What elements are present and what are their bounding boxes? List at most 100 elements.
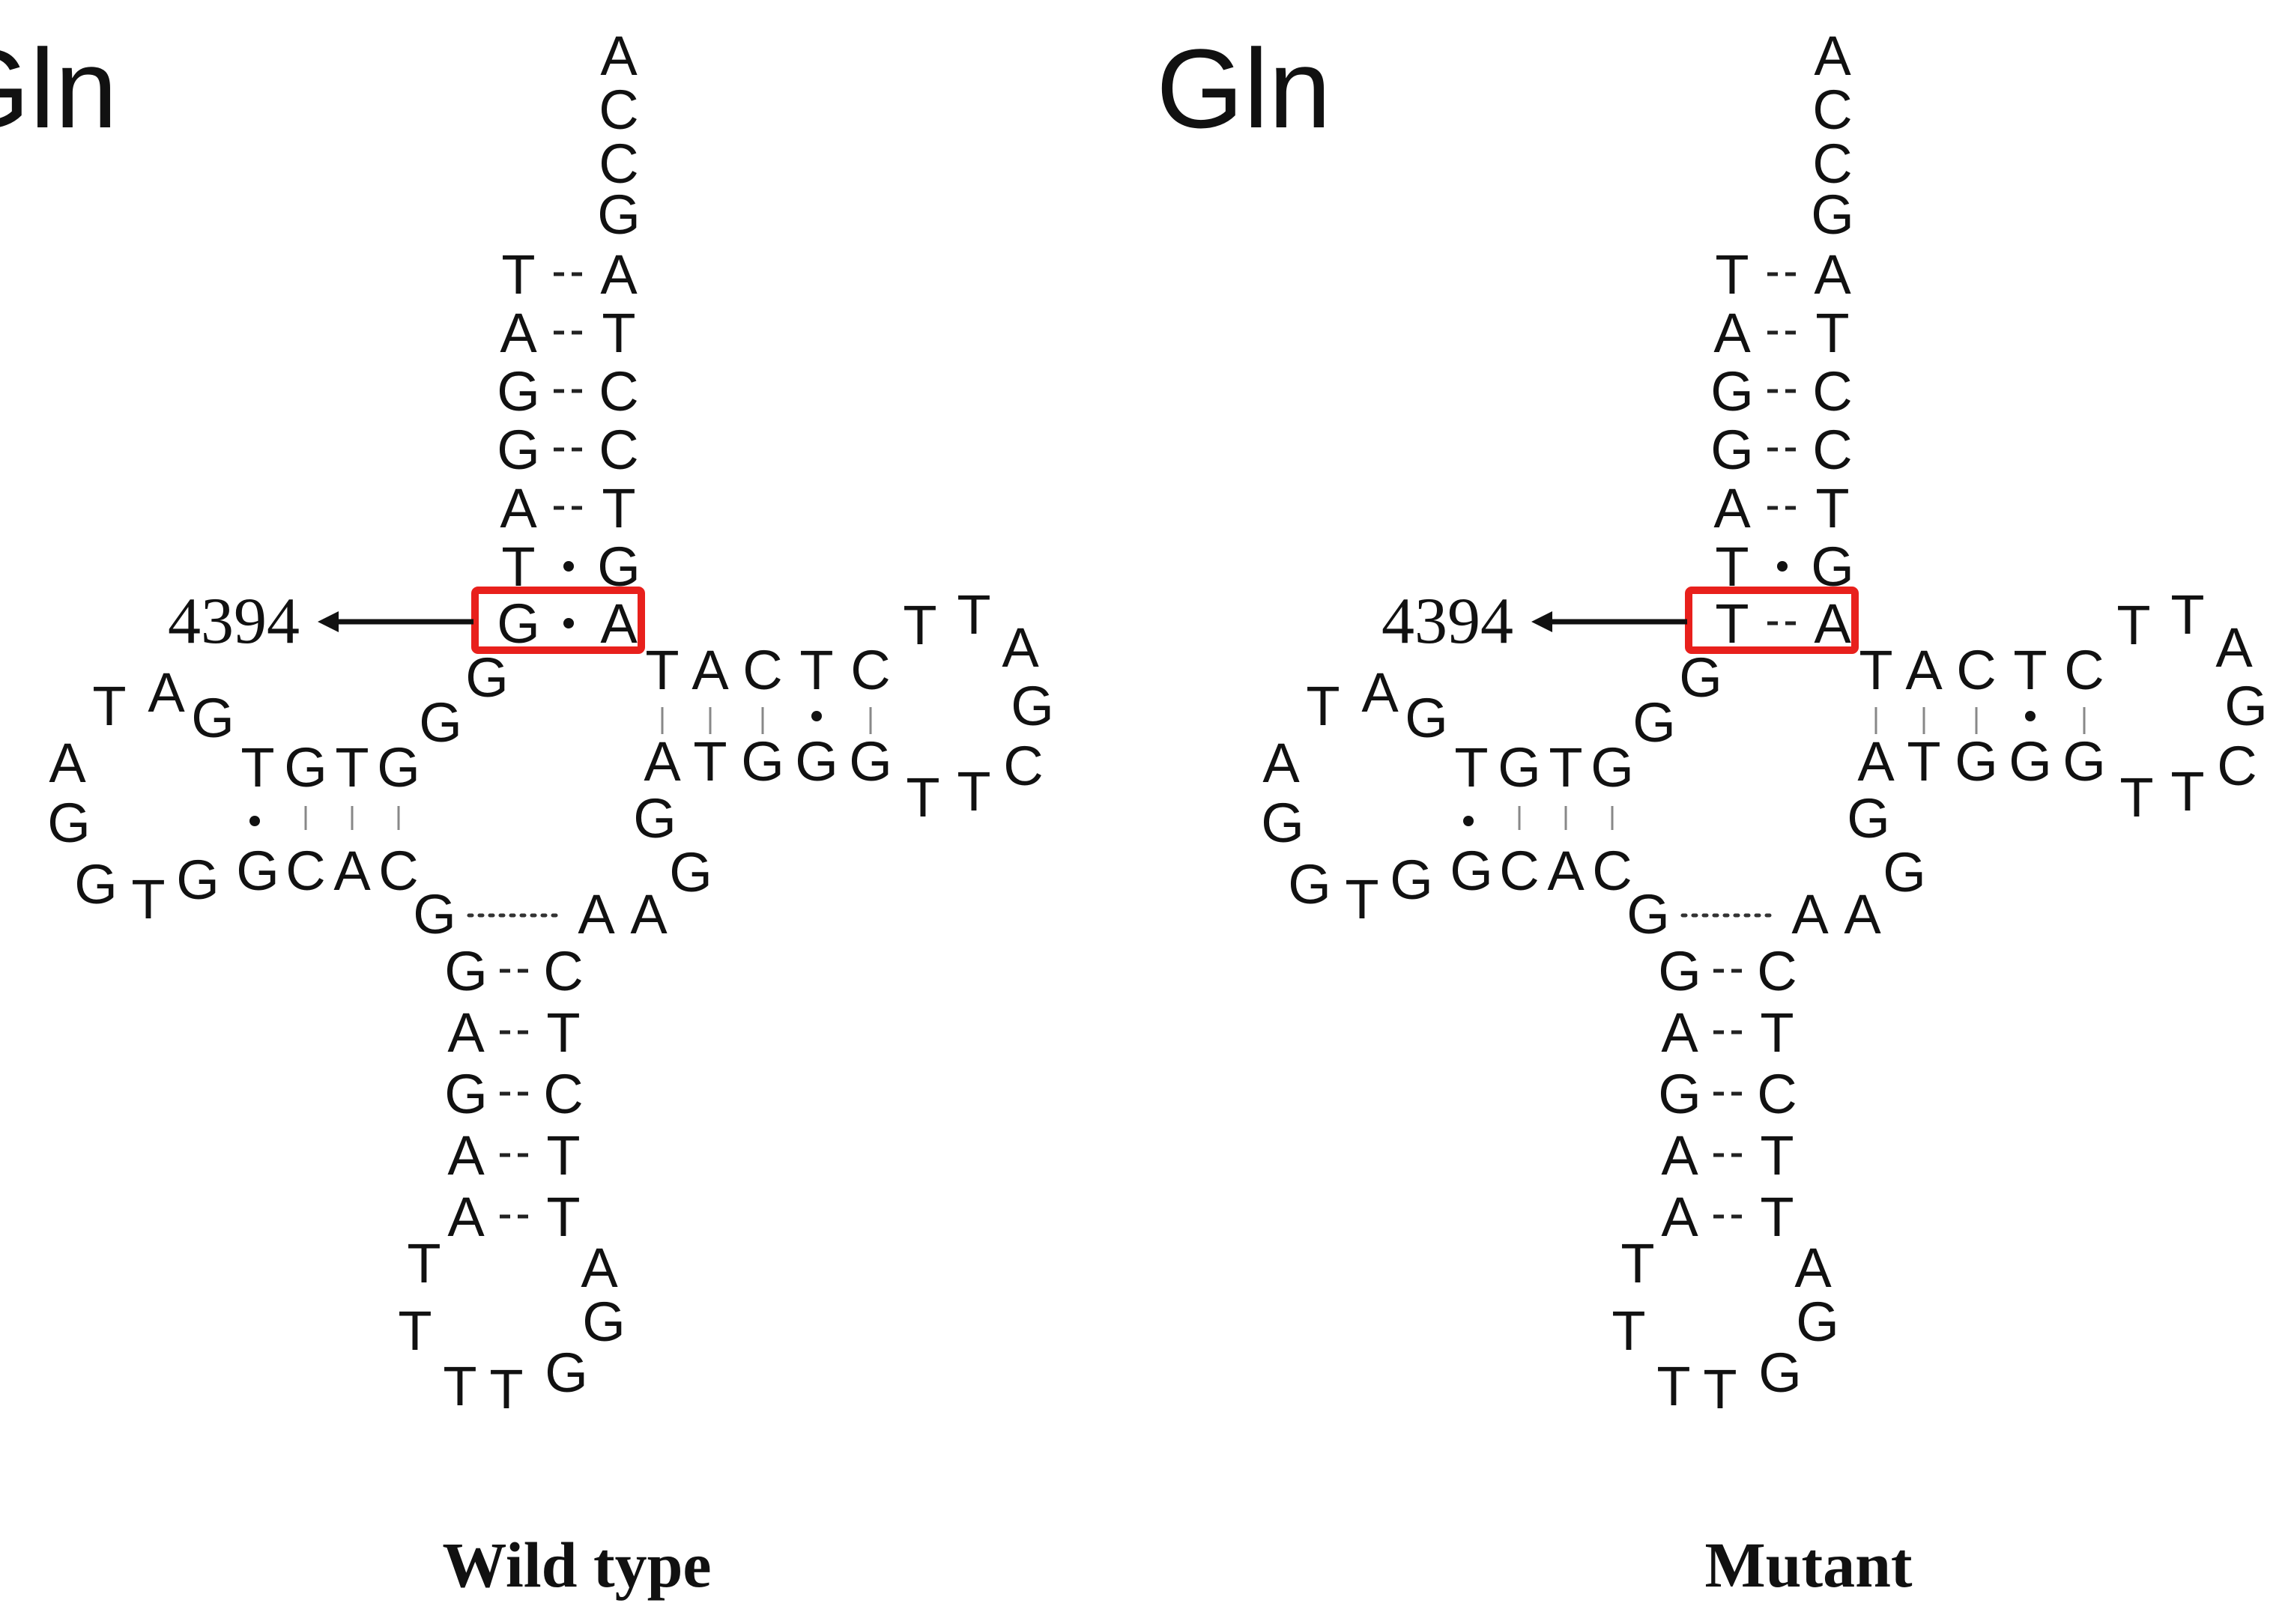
- anticodon-stem-nt: T: [546, 1124, 580, 1187]
- t-stem-nt: G: [2063, 730, 2106, 793]
- variable-loop-nt: A: [630, 883, 668, 945]
- anticodon-stem-nt: G: [1658, 940, 1701, 1002]
- anticodon-loop-nt: T: [1620, 1232, 1654, 1294]
- d-loop-nt: G: [1261, 792, 1304, 854]
- connector-nt: G: [419, 691, 462, 754]
- t-stem-nt: C: [850, 639, 890, 701]
- wild-type-panel: GlnACCGTAATGCGCATTGGA4394GGTGTGGCACGATAG…: [0, 25, 1054, 1601]
- mutation-pair-nt: A: [600, 593, 638, 655]
- d-stem-nt: C: [285, 840, 325, 902]
- t-loop-nt: G: [1011, 675, 1054, 737]
- variable-loop-nt: G: [1883, 841, 1926, 903]
- d-stem-nt: G: [284, 736, 327, 799]
- d-loop-nt: T: [92, 675, 126, 737]
- anticodon-stem-nt: A: [447, 1002, 485, 1064]
- t-loop-nt: C: [1003, 735, 1043, 797]
- d-stem-nt: A: [333, 840, 371, 902]
- t-stem-nt: T: [693, 730, 727, 793]
- t-stem-nt: G: [741, 730, 784, 793]
- anticodon-stem-nt: G: [444, 1063, 488, 1125]
- anticodon-junction-nt: G: [413, 883, 456, 945]
- acceptor-tail-nt: A: [1814, 25, 1851, 87]
- t-stem-nt: A: [1905, 639, 1943, 701]
- t-loop-nt: A: [1002, 616, 1039, 679]
- d-stem-nt: T: [335, 736, 369, 799]
- t-loop-nt: T: [2170, 760, 2204, 822]
- acceptor-stem-nt: A: [1713, 302, 1751, 364]
- panel-caption: Wild type: [442, 1529, 711, 1601]
- acceptor-tail-nt: G: [1811, 184, 1854, 246]
- variable-loop-nt: G: [633, 787, 677, 849]
- t-stem-nt: C: [2064, 639, 2104, 701]
- anticodon-junction-nt: A: [578, 883, 615, 945]
- anticodon-junction-nt: A: [1791, 883, 1829, 945]
- acceptor-stem-nt: A: [500, 477, 537, 539]
- acceptor-stem-bond: [1777, 561, 1788, 572]
- acceptor-stem-nt: A: [1713, 477, 1751, 539]
- acceptor-tail-nt: C: [599, 79, 638, 141]
- t-loop-nt: T: [957, 760, 990, 822]
- mutation-pair-nt: T: [1715, 593, 1749, 655]
- anticodon-loop-nt: T: [1703, 1358, 1737, 1420]
- acceptor-stem-nt: C: [1812, 419, 1852, 481]
- anticodon-stem-nt: C: [1757, 940, 1797, 1002]
- acceptor-stem-nt: G: [497, 419, 540, 481]
- d-loop-nt: A: [148, 661, 185, 724]
- t-stem-nt: T: [645, 639, 679, 701]
- acceptor-tail-nt: C: [599, 133, 638, 195]
- d-stem-nt: T: [1549, 736, 1582, 799]
- acceptor-tail-nt: C: [1812, 79, 1852, 141]
- d-loop-nt: A: [49, 732, 86, 794]
- d-loop-nt: A: [1262, 732, 1300, 794]
- anticodon-stem-nt: T: [1760, 1124, 1794, 1187]
- t-loop-nt: T: [2170, 584, 2204, 646]
- d-stem-nt: C: [378, 840, 418, 902]
- d-loop-nt: G: [191, 687, 234, 749]
- anticodon-loop-nt: G: [545, 1342, 588, 1404]
- d-stem-nt: G: [1498, 736, 1541, 799]
- t-loop-nt: C: [2217, 735, 2257, 797]
- t-stem-nt: T: [1859, 639, 1892, 701]
- trna-structure: GlnACCGTAATGCGCATTGGA4394GGTGTGGCACGATAG…: [0, 25, 1054, 1601]
- anticodon-stem-nt: C: [543, 1063, 583, 1125]
- acceptor-stem-nt: C: [599, 360, 638, 422]
- anticodon-loop-nt: T: [443, 1355, 476, 1417]
- t-stem-nt: C: [742, 639, 782, 701]
- acceptor-stem-nt: A: [500, 302, 537, 364]
- anticodon-loop-nt: A: [581, 1237, 618, 1299]
- panel-title: Gln: [0, 25, 118, 151]
- acceptor-stem-nt: T: [1815, 302, 1849, 364]
- anticodon-stem-nt: A: [1661, 1124, 1698, 1187]
- acceptor-tail-nt: C: [1812, 133, 1852, 195]
- acceptor-stem-nt: C: [599, 419, 638, 481]
- anticodon-stem-nt: A: [447, 1186, 485, 1248]
- t-stem-bond: [2025, 711, 2036, 721]
- d-stem-nt: G: [1450, 840, 1493, 902]
- t-stem-nt: G: [849, 730, 892, 793]
- acceptor-stem-bond: [563, 561, 574, 572]
- mutation-pair-bond: [563, 618, 574, 628]
- t-stem-nt: T: [2013, 639, 2047, 701]
- anticodon-stem-nt: C: [1757, 1063, 1797, 1125]
- d-stem-nt: C: [1499, 840, 1539, 902]
- t-loop-nt: A: [2215, 616, 2253, 679]
- d-loop-nt: T: [131, 868, 165, 930]
- anticodon-stem-nt: T: [546, 1002, 580, 1064]
- acceptor-stem-nt: G: [1710, 419, 1754, 481]
- anticodon-stem-nt: A: [447, 1124, 485, 1187]
- t-stem-nt: G: [2009, 730, 2052, 793]
- d-stem-nt: G: [1591, 736, 1634, 799]
- acceptor-stem-nt: T: [1815, 477, 1849, 539]
- d-loop-nt: G: [1288, 853, 1331, 915]
- variable-loop-nt: A: [1844, 883, 1881, 945]
- d-stem-nt: T: [1454, 736, 1488, 799]
- anticodon-stem-nt: A: [1661, 1186, 1698, 1248]
- t-stem-bond: [811, 711, 822, 721]
- d-loop-nt: G: [1405, 687, 1448, 749]
- connector-nt: G: [465, 646, 509, 709]
- d-stem-bond: [1463, 816, 1474, 826]
- d-loop-nt: G: [1390, 849, 1433, 911]
